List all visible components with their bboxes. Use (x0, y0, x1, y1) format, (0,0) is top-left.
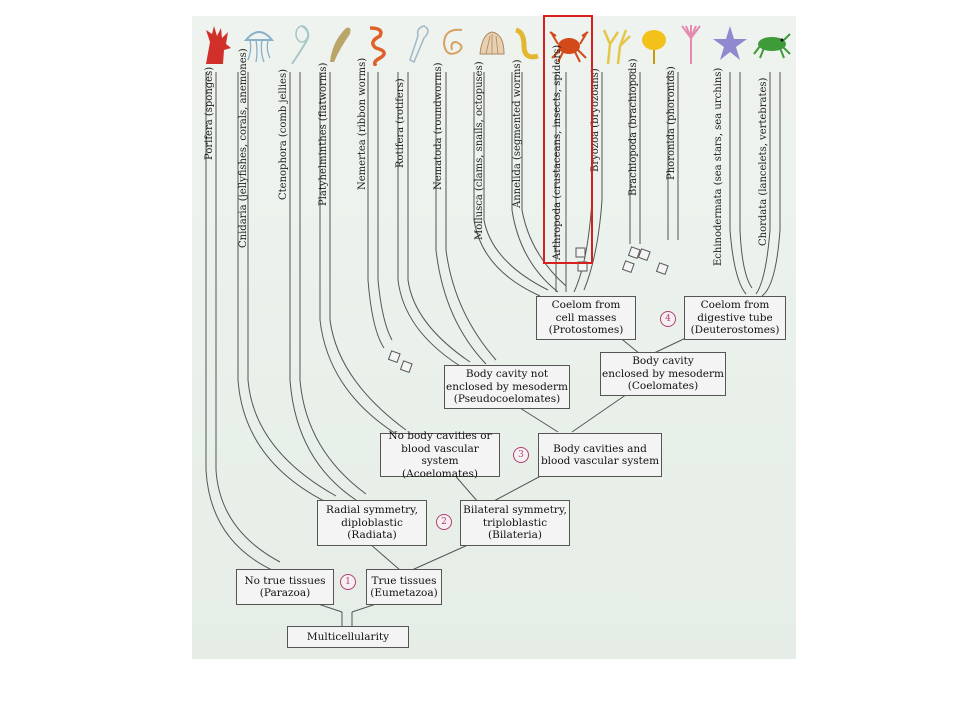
phylum-label-ctenophora: Ctenophora (comb jellies) (278, 69, 289, 200)
branch-porifera (205, 72, 281, 571)
brachiopod-icon (642, 30, 666, 64)
node-deuterostomes: Coelom from digestive tube (Deuterostome… (684, 296, 786, 340)
node-line: (Acoelomates) (402, 467, 478, 480)
branch-rotifera (397, 72, 471, 367)
phylum-label-nematoda: Nematoda (roundworms) (433, 62, 444, 190)
branch-mollusca (473, 72, 549, 297)
branch-arthropoda (555, 72, 567, 292)
phylum-label-cnidaria: Cnidaria (jellyfishes, corals, anemones) (238, 48, 249, 248)
phoronid-icon (681, 25, 701, 64)
sponge-icon (206, 26, 231, 64)
node-parazoa: No true tissues (Parazoa) (236, 569, 334, 605)
phylum-label-rotifera: Rotifera (rotifers) (395, 78, 406, 168)
phylum-label-nemertea: Nemertea (ribbon worms) (357, 57, 368, 190)
node-line: diploblastic (341, 516, 403, 529)
branch-trunk (341, 612, 353, 628)
node-line: enclosed by mesoderm (602, 367, 724, 380)
node-line: Coelom from (551, 299, 621, 312)
node-line: (Protostomes) (548, 324, 624, 337)
phylum-label-chordata: Chordata (lancelets, vertebrates) (758, 77, 769, 246)
node-protostomes: Coelom from cell masses (Protostomes) (536, 296, 636, 340)
badge-3: 3 (513, 447, 529, 463)
node-radiata: Radial symmetry, diploblastic (Radiata) (317, 500, 427, 546)
node-line: (Pseudocoelomates) (453, 393, 561, 406)
node-line: (Eumetazoa) (370, 587, 438, 599)
stub-square (627, 246, 641, 260)
node-line: (Deuterostomes) (690, 324, 780, 337)
node-eumetazoa: True tissues (Eumetazoa) (366, 569, 442, 605)
comb-jelly-icon (291, 25, 310, 65)
branch-brachiopoda (629, 72, 641, 244)
node-acoelomates: No body cavities or blood vascular syste… (380, 430, 500, 480)
node-line: No body cavities or (388, 430, 492, 442)
frog-icon (753, 33, 791, 59)
node-line: Radial symmetry, (325, 504, 418, 517)
phylum-label-porifera: Porifera (sponges) (204, 66, 215, 160)
ribbon-worm-icon (369, 26, 386, 66)
arthropoda-highlight-box (543, 15, 593, 264)
branch-fork-4 (519, 391, 631, 433)
branch-nematoda (435, 72, 497, 365)
node-line: Bilateral symmetry, (463, 504, 567, 517)
phylum-label-phoronida: Phoronida (phoronids) (666, 66, 677, 180)
jellyfish-icon (243, 31, 275, 63)
node-line: triploblastic (482, 516, 548, 529)
stub-square (575, 247, 586, 258)
node-line: Coelom from (700, 299, 770, 312)
badge-4: 4 (660, 311, 676, 327)
node-body-cavities: Body cavities and blood vascular system (538, 433, 662, 477)
stub-square (399, 360, 413, 374)
node-line: (Bilateria) (488, 529, 542, 542)
phylum-label-platyhelminthes: Platyhelminthes (flatworms) (318, 62, 329, 206)
sea-star-icon (713, 26, 747, 60)
node-coelomates: Body cavity enclosed by mesoderm (Coelom… (600, 352, 726, 396)
node-line: Body cavities and (553, 442, 647, 455)
badge-2: 2 (436, 514, 452, 530)
node-line: blood vascular system (540, 455, 660, 467)
branch-phoronida (667, 72, 679, 240)
node-line: (Coelomates) (627, 380, 699, 393)
node-line: Multicellularity (306, 630, 390, 643)
phylum-label-brachiopoda: Brachiopoda (brachiopods) (628, 58, 639, 196)
node-line: cell masses (555, 311, 617, 324)
stub-square (387, 350, 401, 364)
bryozoan-icon (602, 29, 631, 65)
branch-nemertea (367, 72, 393, 349)
branch-ctenophora (289, 72, 367, 501)
node-line: blood vascular system (401, 442, 479, 468)
badge-1: 1 (340, 574, 356, 590)
node-line: No true tissues (244, 574, 326, 587)
stub-square (655, 262, 669, 276)
branch-chordata (755, 72, 781, 297)
node-line: (Radiata) (347, 529, 397, 542)
segmented-worm-icon (515, 27, 539, 60)
flatworm-icon (330, 27, 351, 63)
branch-cnidaria (237, 72, 337, 503)
branch-annelida (511, 72, 567, 293)
stub-square (637, 248, 651, 262)
phylum-label-annelida: Annelida (segmented worms) (512, 59, 523, 208)
node-line: Body cavity (632, 355, 694, 368)
branch-platyhelminthes (319, 72, 407, 435)
node-line: True tissues (371, 574, 437, 587)
clam-icon (479, 31, 505, 55)
stub-square (621, 260, 635, 274)
node-line: digestive tube (697, 311, 773, 324)
phylum-label-echinodermata: Echinodermata (sea stars, sea urchins) (713, 67, 724, 266)
node-bilateria: Bilateral symmetry, triploblastic (Bilat… (460, 500, 570, 546)
node-multicellularity: Multicellularity (287, 626, 409, 648)
node-line: enclosed by mesoderm (446, 380, 568, 393)
branch-fork-2 (369, 543, 471, 571)
node-line: Body cavity not (465, 368, 549, 381)
rotifer-icon (409, 25, 429, 64)
phylum-label-mollusca: Mollusca (clams, snails, octopuses) (474, 61, 485, 240)
branch-fork-1 (317, 603, 377, 613)
roundworm-icon (442, 28, 463, 55)
branch-echinodermata (729, 72, 753, 295)
crab-icon (549, 31, 589, 63)
node-pseudocoelomates: Body cavity not enclosed by mesoderm (Ps… (444, 365, 570, 409)
node-line: (Parazoa) (259, 587, 311, 599)
